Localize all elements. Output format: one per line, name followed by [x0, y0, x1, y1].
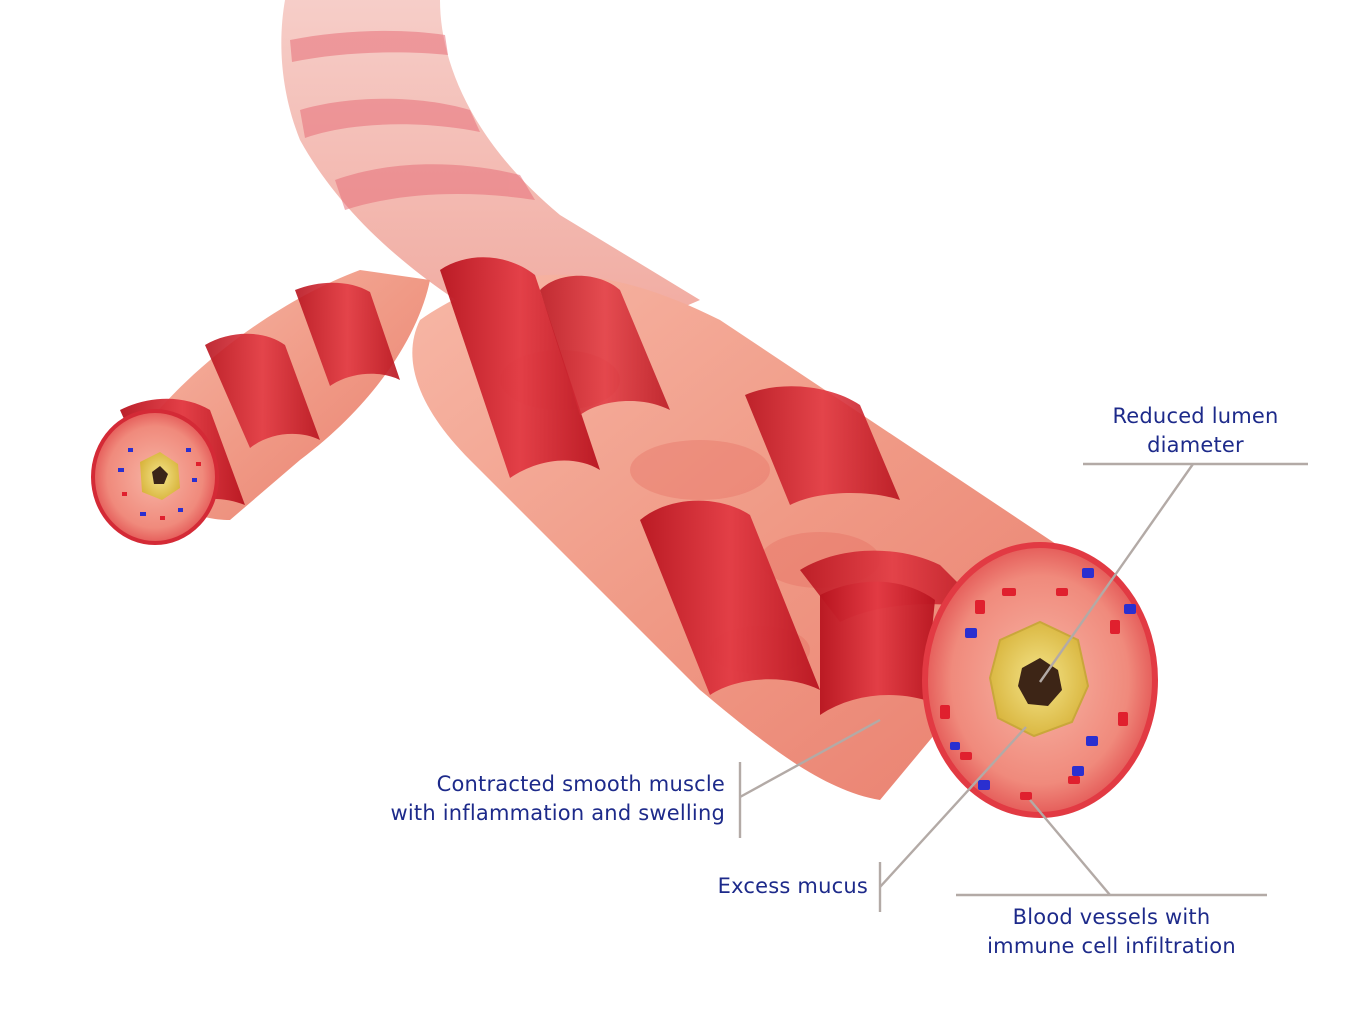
lumen-leader-pointer	[1039, 463, 1194, 683]
muscle-leader-pointer	[739, 718, 881, 799]
label-blood-vessels: Blood vessels with immune cell infiltrat…	[956, 903, 1267, 961]
label-contracted-smooth-muscle: Contracted smooth muscle with inflammati…	[330, 770, 725, 828]
left-branch-cross-section	[91, 409, 219, 545]
upper-trunk-muscle-bands	[290, 30, 535, 210]
label-muscle-line1: Contracted smooth muscle	[436, 772, 725, 796]
red-blood-vessels	[940, 588, 1128, 800]
label-reduced-lumen-diameter: Reduced lumen diameter	[1083, 402, 1308, 460]
label-vessels-line1: Blood vessels with	[1012, 905, 1211, 929]
label-mucus-line1: Excess mucus	[717, 874, 868, 898]
label-muscle-line2: with inflammation and swelling	[390, 801, 725, 825]
blue-immune-cells	[950, 568, 1136, 790]
label-reduced-lumen-line2: diameter	[1147, 433, 1244, 457]
label-vessels-line2: immune cell infiltration	[987, 934, 1236, 958]
vessels-leader-pointer	[1029, 799, 1111, 896]
label-excess-mucus: Excess mucus	[640, 872, 868, 901]
leader-lines	[738, 462, 1308, 912]
main-trunk-muscle-bands	[440, 257, 985, 715]
mucus-leader-pointer	[879, 726, 1027, 888]
label-reduced-lumen-line1: Reduced lumen	[1112, 404, 1279, 428]
